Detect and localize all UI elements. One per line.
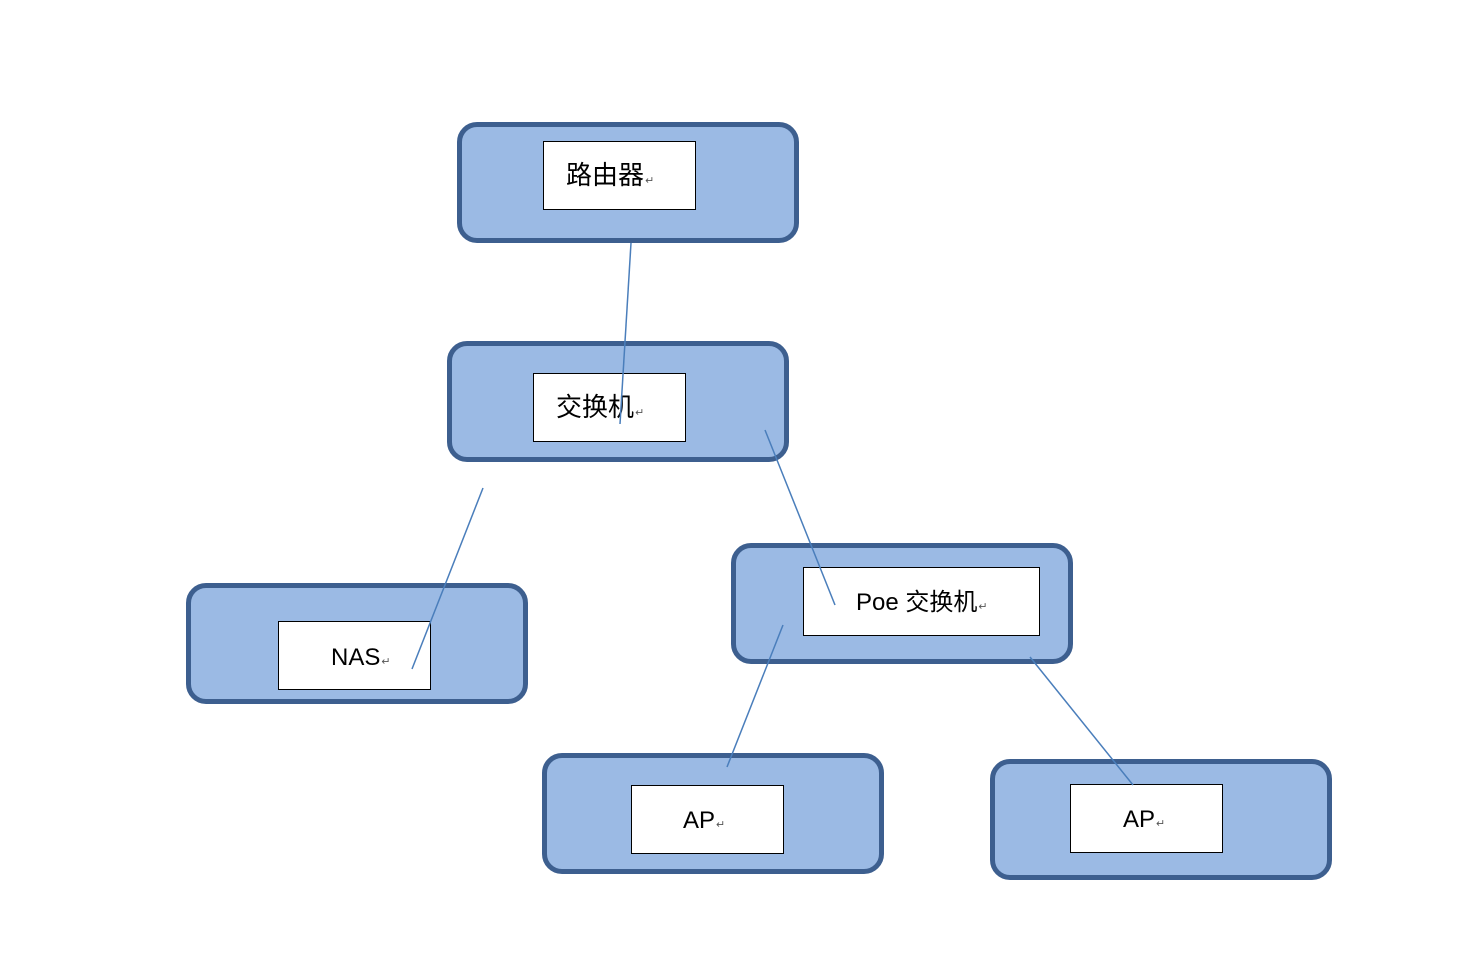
nas-label: NAS↵ [331, 644, 391, 671]
paragraph-mark-icon: ↵ [1156, 818, 1166, 830]
paragraph-mark-icon: ↵ [645, 174, 655, 187]
nas-label-box [278, 621, 431, 690]
ap-left-label: AP↵ [683, 807, 726, 834]
poe-switch-label: Poe 交换机↵ [856, 589, 988, 616]
router-label-box [543, 141, 696, 210]
paragraph-mark-icon: ↵ [381, 656, 391, 668]
paragraph-mark-icon: ↵ [635, 406, 645, 419]
router-label: 路由器↵ [566, 161, 655, 191]
paragraph-mark-icon: ↵ [978, 601, 988, 613]
paragraph-mark-icon: ↵ [716, 819, 726, 831]
poe-switch-label-box [803, 567, 1040, 636]
ap-right-label: AP↵ [1123, 806, 1166, 833]
switch-label: 交换机↵ [556, 393, 645, 423]
ap-right-label-box [1070, 784, 1223, 853]
ap-left-label-box [631, 785, 784, 854]
switch-label-box [533, 373, 686, 442]
